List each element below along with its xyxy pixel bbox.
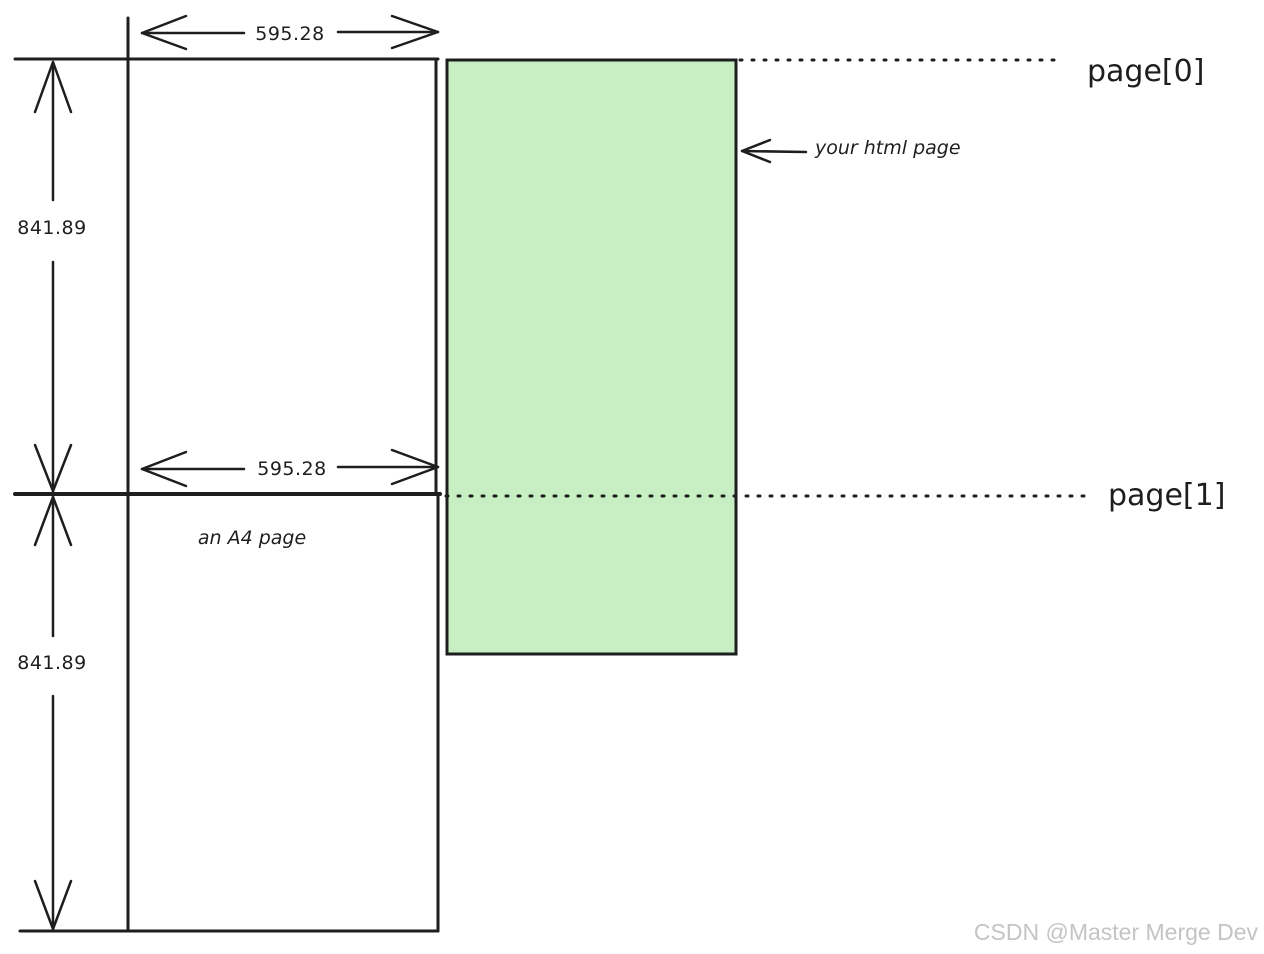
width-dimension-top <box>140 14 440 51</box>
width-label-mid: 595.28 <box>257 458 326 480</box>
arrowhead-left-icon <box>140 14 188 51</box>
html-page-label: your html page <box>814 137 961 159</box>
arrowhead-right-icon <box>390 448 440 486</box>
arrowhead-down-icon <box>33 879 73 931</box>
arrowhead-right-icon <box>390 14 440 50</box>
watermark: CSDN @Master Merge Dev <box>974 919 1259 945</box>
height-label-bottom: 841.89 <box>17 652 86 674</box>
page0-label: page[0] <box>1087 54 1204 89</box>
arrowhead-down-icon <box>33 443 73 493</box>
html-page-box <box>445 58 738 656</box>
arrowhead-left-icon <box>740 138 772 164</box>
a4-page-label: an A4 page <box>198 527 306 549</box>
width-label-top: 595.28 <box>255 23 324 45</box>
arrowhead-left-icon <box>140 450 188 488</box>
width-dimension-mid <box>140 448 440 488</box>
height-dimension-top <box>33 60 73 493</box>
height-dimension-bottom <box>33 495 73 931</box>
arrowhead-up-icon <box>33 495 73 547</box>
a4-pages-outline <box>13 16 442 933</box>
page1-label: page[1] <box>1108 478 1225 513</box>
height-label-top: 841.89 <box>17 217 86 239</box>
html-page-pointer <box>740 138 808 164</box>
arrowhead-up-icon <box>33 60 73 114</box>
